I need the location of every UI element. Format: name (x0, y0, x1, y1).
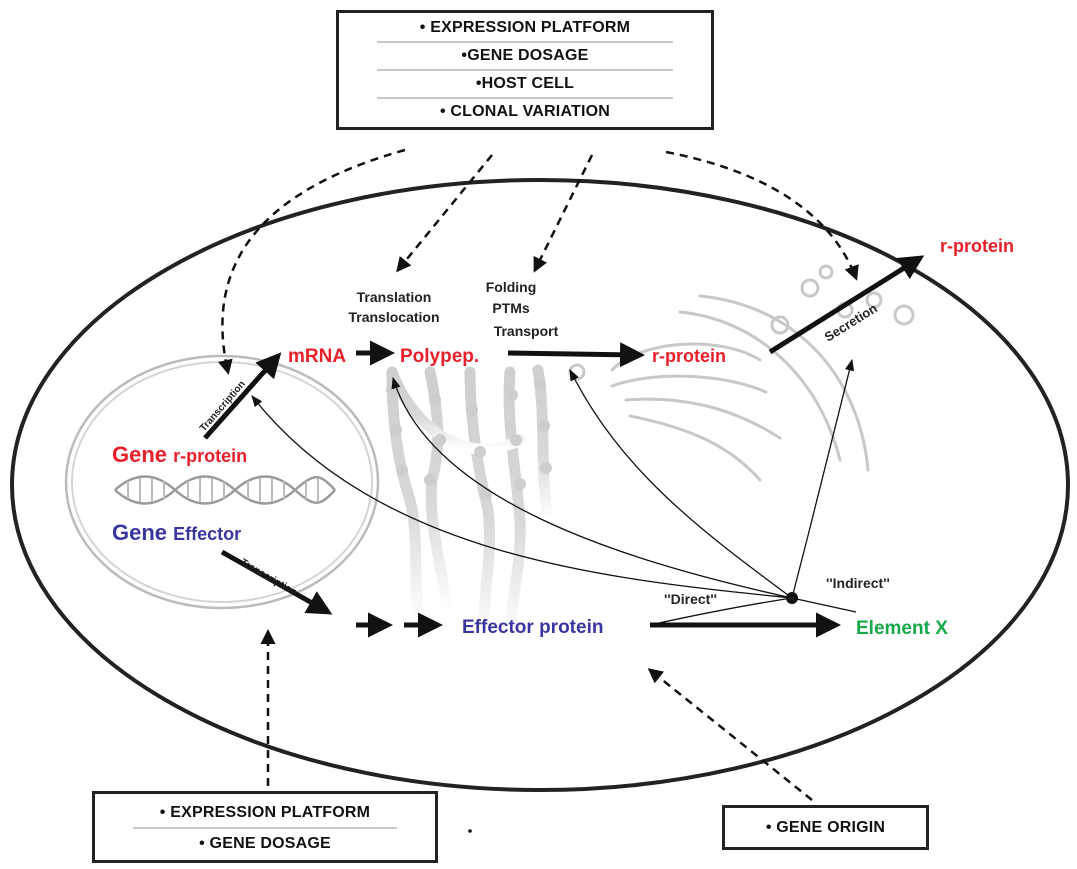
polypep-label: Polypep. (400, 346, 479, 367)
dashed-arrow-to-translation (396, 154, 493, 273)
dashed-arrow-to-folding (533, 154, 594, 273)
top-factor-expression-platform: • EXPRESSION PLATFORM (419, 19, 631, 36)
thin-arrow-to-nucleus (251, 395, 793, 599)
rprotein-outer-label: r-protein (940, 236, 1014, 256)
ptms-label: PTMs (492, 300, 530, 316)
stray-dot (468, 829, 472, 833)
nucleus-outer (64, 354, 380, 610)
bottom-factor-gene-dosage: • GENE DOSAGE (199, 835, 331, 852)
gene-effector-label: Gene Effector (112, 520, 241, 545)
divider (377, 69, 673, 71)
transcription-label-1: Transcription (198, 379, 248, 434)
dashed-arrow-to-transcription (218, 148, 406, 375)
arrow-transcription-rprotein (203, 352, 282, 440)
thin-arrow-direct (649, 597, 793, 626)
rprotein-inner-label: r-protein (652, 346, 726, 366)
thin-arrow-to-secretion (791, 358, 855, 599)
arrow-polypep-rprotein (507, 342, 645, 368)
folding-label: Folding (486, 279, 537, 295)
gene-rprotein-label: Gene r-protein (112, 442, 247, 467)
top-factor-host-cell: •HOST CELL (475, 75, 575, 92)
regulation-node (786, 592, 798, 604)
gene-origin-box: • GENE ORIGIN (722, 805, 929, 850)
dashed-arrow-to-secretion (665, 150, 859, 281)
bottom-factor-expression-platform: • EXPRESSION PLATFORM (159, 804, 371, 821)
dashed-influence-arrows (218, 148, 859, 801)
dna-helix-icon (114, 475, 336, 505)
cell-membrane (10, 178, 1070, 792)
pathway-arrows (203, 255, 925, 638)
top-factors-box: • EXPRESSION PLATFORM •GENE DOSAGE •HOST… (336, 10, 714, 130)
mrna-label: mRNA (288, 346, 346, 367)
arrow-secretion (768, 255, 925, 355)
transport-label: Transport (494, 323, 559, 339)
bottom-factors-box: • EXPRESSION PLATFORM • GENE DOSAGE (92, 791, 438, 863)
divider (377, 97, 673, 99)
golgi-apparatus-icon (610, 294, 870, 482)
regulation-arrows (251, 358, 857, 626)
thin-arrow-to-folding (569, 368, 793, 599)
gene-origin-label: • GENE ORIGIN (765, 819, 886, 836)
top-factor-clonal-variation: • CLONAL VARIATION (439, 103, 611, 120)
effector-protein-label: Effector protein (462, 617, 603, 638)
element-x-label: Element X (856, 618, 948, 639)
divider (377, 41, 673, 43)
dashed-arrow-from-gene-origin (647, 668, 813, 801)
translation-label: Translation (357, 289, 432, 305)
top-factor-gene-dosage: •GENE DOSAGE (461, 47, 589, 64)
translocation-label: Translocation (348, 309, 439, 325)
direct-label: ''Direct'' (664, 591, 717, 607)
thin-arrow-indirect (791, 597, 857, 613)
divider (133, 827, 397, 829)
thin-arrow-to-polypep (391, 376, 793, 599)
transcription-label-2: Transcription (239, 557, 299, 598)
indirect-label: ''Indirect'' (826, 575, 890, 591)
arrow-transcription-effector (220, 549, 333, 615)
